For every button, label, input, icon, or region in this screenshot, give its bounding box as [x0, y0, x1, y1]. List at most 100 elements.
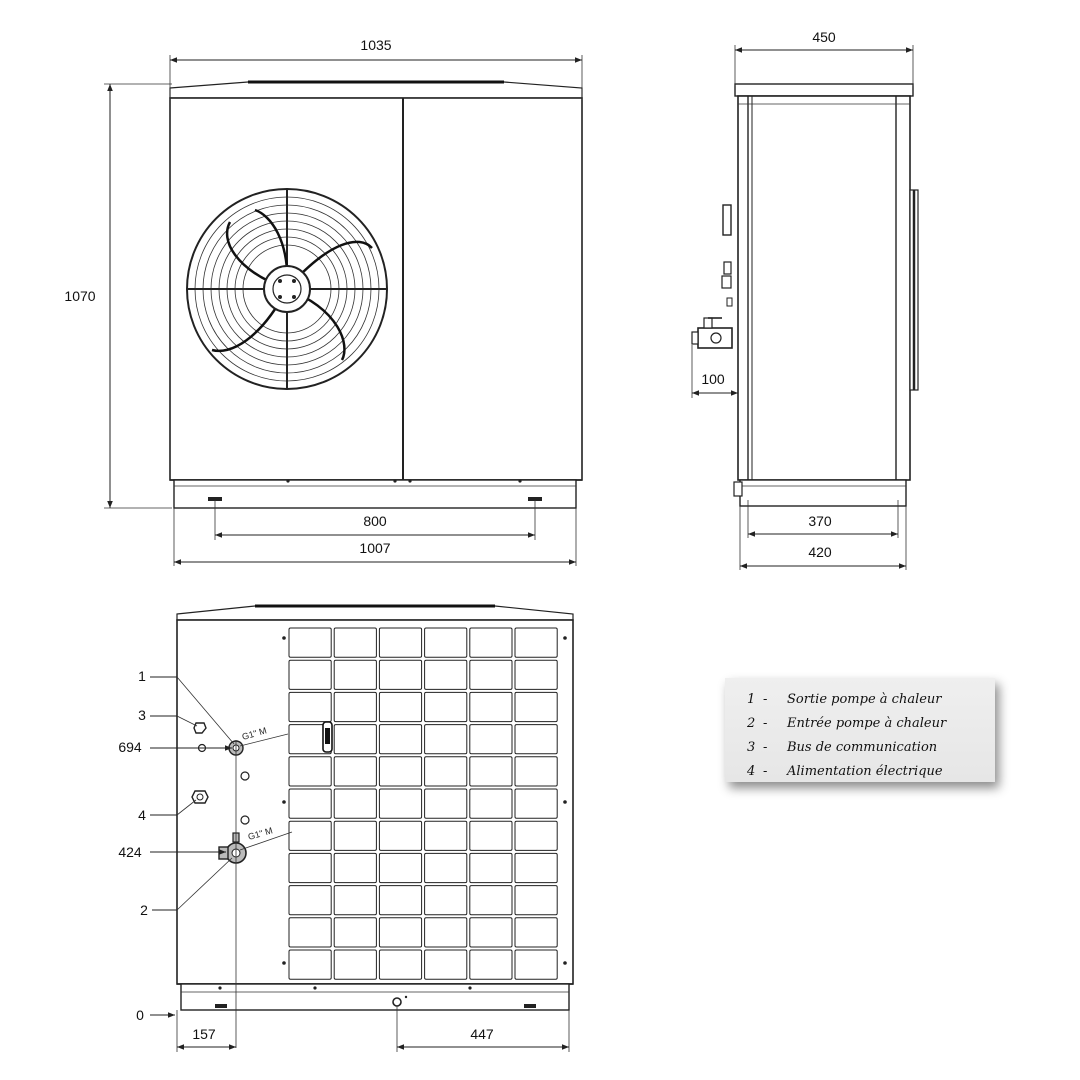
legend-item: 2- Entrée pompe à chaleur — [747, 712, 995, 736]
grille-cell — [514, 691, 558, 723]
grille-cell — [288, 691, 332, 723]
rear-base — [180, 983, 570, 1011]
grille-cell — [514, 724, 558, 755]
legend-item-label: Alimentation électrique — [787, 764, 943, 779]
grille-cell — [333, 852, 377, 884]
callout-1: 1 — [138, 668, 146, 684]
grille-cell — [378, 917, 423, 948]
grille-cell — [514, 885, 558, 916]
dim-side-depth: 450 — [812, 29, 836, 45]
grille-cell — [424, 820, 468, 851]
grille-cell — [514, 949, 558, 980]
front-base — [173, 479, 577, 509]
grille-cell — [424, 724, 468, 755]
grille-cell — [514, 917, 558, 948]
grille-cell — [288, 885, 332, 916]
grille-cell — [288, 949, 332, 980]
side-view: 450 100 370 420 — [691, 29, 919, 570]
dim-0: 0 — [136, 1007, 144, 1023]
legend-item-separator: - — [763, 716, 768, 731]
grille-cell — [469, 627, 513, 658]
dim-side-base-inner: 370 — [808, 513, 832, 529]
rear-grille — [288, 627, 558, 980]
grille-cell — [288, 917, 332, 948]
dim-front-height: 1070 — [64, 288, 95, 304]
legend-item-number: 4 — [747, 764, 756, 779]
legend-item-separator: - — [763, 740, 768, 755]
grille-cell — [378, 691, 423, 723]
grille-cell — [288, 820, 332, 851]
dim-side-base-outer: 420 — [808, 544, 832, 560]
dim-side-pipe-offset: 100 — [701, 371, 725, 387]
dim-front-base-outer: 1007 — [359, 540, 390, 556]
legend-item-separator: - — [763, 764, 768, 779]
grille-cell — [333, 885, 377, 916]
grille-cell — [288, 659, 332, 690]
dim-front-width: 1035 — [360, 37, 391, 53]
communication-bus-gland-icon — [193, 722, 207, 734]
grille-cell — [288, 788, 332, 819]
legend-item-label: Sortie pompe à chaleur — [787, 692, 942, 707]
grille-cell — [469, 691, 513, 723]
valve-icon — [691, 317, 733, 349]
grille-cell — [469, 820, 513, 851]
grille-cell — [424, 788, 468, 819]
grille-cell — [469, 949, 513, 980]
grille-cell — [333, 949, 377, 980]
grille-cell — [469, 917, 513, 948]
legend-item-separator: - — [763, 692, 768, 707]
grille-cell — [333, 659, 377, 690]
grille-cell — [333, 820, 377, 851]
legend-item: 1- Sortie pompe à chaleur — [747, 688, 995, 712]
rear-view: G1" M G1" M 1 3 694 4 424 2 0 157 447 — [118, 604, 574, 1052]
grille-cell — [333, 724, 377, 755]
grille-cell — [333, 756, 377, 787]
grille-cell — [514, 659, 558, 690]
dim-157: 157 — [192, 1026, 216, 1042]
grille-cell — [333, 691, 377, 723]
grille-cell — [514, 627, 558, 658]
grille-cell — [424, 949, 468, 980]
grille-cell — [333, 788, 377, 819]
legend-item-number: 2 — [747, 716, 756, 731]
legend-item-label: Entrée pompe à chaleur — [787, 716, 947, 731]
grille-cell — [514, 788, 558, 819]
fan-icon — [186, 188, 388, 390]
grille-cell — [378, 627, 423, 658]
grille-cell — [424, 691, 468, 723]
grille-cell — [378, 820, 423, 851]
grille-cell — [424, 756, 468, 787]
grille-cell — [378, 949, 423, 980]
dim-front-base-inner: 800 — [363, 513, 387, 529]
grille-cell — [514, 820, 558, 851]
grille-cell — [469, 756, 513, 787]
grille-cell — [469, 724, 513, 755]
grille-cell — [378, 788, 423, 819]
grille-cell — [514, 756, 558, 787]
grille-cell — [469, 852, 513, 884]
dim-694: 694 — [118, 739, 142, 755]
grille-cell — [378, 756, 423, 787]
grille-cell — [514, 852, 558, 884]
legend-item: 3- Bus de communication — [747, 736, 995, 760]
grille-cell — [469, 885, 513, 916]
grille-cell — [288, 756, 332, 787]
callout-2: 2 — [140, 902, 148, 918]
side-casing — [737, 95, 911, 481]
dim-424: 424 — [118, 844, 142, 860]
grille-cell — [424, 885, 468, 916]
grille-cell — [333, 627, 377, 658]
grille-cell — [424, 917, 468, 948]
grille-cell — [378, 852, 423, 884]
callout-4: 4 — [138, 807, 146, 823]
legend-item-number: 1 — [747, 692, 756, 707]
grille-cell — [424, 852, 468, 884]
callout-3: 3 — [138, 707, 146, 723]
legend-item: 4- Alimentation électrique — [747, 760, 995, 784]
grille-cell — [424, 659, 468, 690]
grille-cell — [288, 627, 332, 658]
legend-box: 1-Sortie pompe à chaleur 2-Entrée pompe … — [725, 678, 995, 782]
legend-item-number: 3 — [747, 740, 756, 755]
legend-item-label: Bus de communication — [787, 740, 938, 755]
